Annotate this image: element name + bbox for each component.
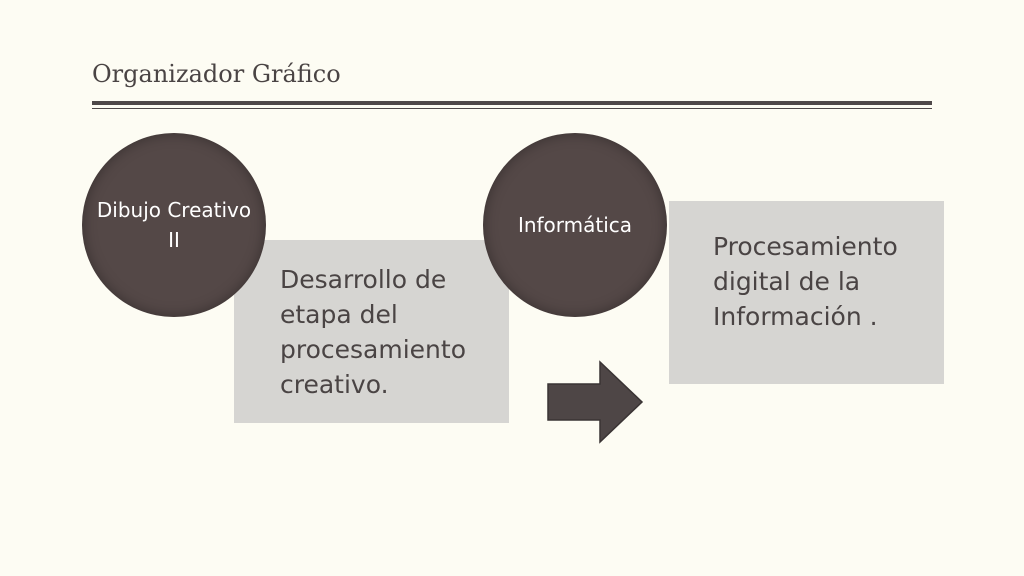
stage-1-description-box: Desarrollo de etapa del procesamiento cr… <box>234 240 509 423</box>
right-arrow-icon <box>547 360 644 444</box>
stage-2-circle: Informática <box>483 133 667 317</box>
title-rule-thin <box>92 108 932 109</box>
stage-2-description-box: Procesamiento digital de la Información … <box>669 201 944 384</box>
stage-2-description-text: Procesamiento digital de la Información … <box>713 232 898 331</box>
right-arrow-shape <box>547 360 644 444</box>
stage-1-description-text: Desarrollo de etapa del procesamiento cr… <box>280 264 466 399</box>
slide-title: Organizador Gráfico <box>92 60 341 88</box>
stage-1-circle: Dibujo Creativo II <box>82 133 266 317</box>
title-rule-thick <box>92 101 932 105</box>
stage-1-circle-label: Dibujo Creativo II <box>96 198 252 252</box>
stage-2-circle-label: Informática <box>517 213 633 237</box>
